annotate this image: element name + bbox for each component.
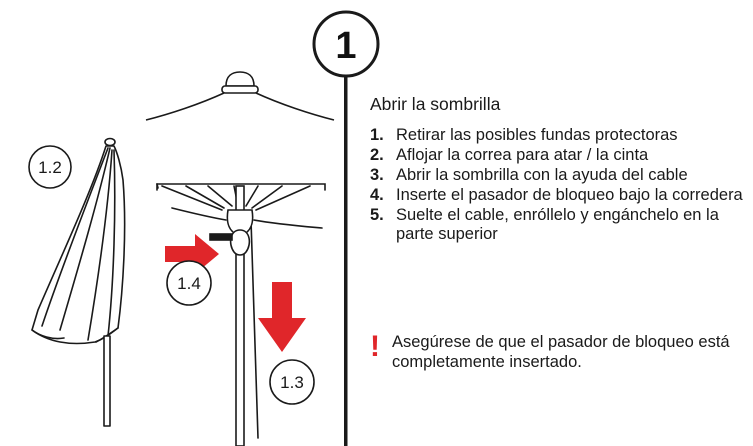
callout-1-2: 1.2 bbox=[28, 145, 72, 189]
canopy-underside bbox=[156, 183, 326, 191]
insert-pin-arrow bbox=[165, 234, 219, 274]
instruction-step: 5. Suelte el cable, enróllelo y engánche… bbox=[370, 206, 750, 244]
step-number: 3. bbox=[370, 166, 384, 184]
step-text: Aflojar la correa para atar / la cinta bbox=[396, 146, 649, 164]
instruction-step: 3. Abrir la sombrilla con la ayuda del c… bbox=[370, 166, 750, 185]
step-text: Suelte el cable, enróllelo y engánchelo … bbox=[396, 206, 719, 243]
vertical-divider bbox=[344, 76, 348, 446]
instruction-list: 1. Retirar las posibles fundas protector… bbox=[370, 126, 750, 245]
step-text: Retirar las posibles fundas protectoras bbox=[396, 126, 678, 144]
open-umbrella-top bbox=[145, 71, 335, 121]
step-number: 1. bbox=[370, 126, 384, 144]
canopy-right-edge bbox=[255, 92, 335, 121]
step-number: 5. bbox=[370, 206, 384, 224]
step-number-badge: 1 bbox=[312, 10, 380, 78]
callout-1-2-label: 1.2 bbox=[38, 158, 62, 177]
warning-note: ! Asegúrese de que el pasador de bloqueo… bbox=[370, 332, 740, 372]
pull-cable-arrow bbox=[258, 282, 306, 352]
canopy-left-edge bbox=[145, 92, 225, 121]
closed-umbrella bbox=[31, 137, 126, 427]
callout-1-3: 1.3 bbox=[269, 359, 315, 405]
instruction-step: 2. Aflojar la correa para atar / la cint… bbox=[370, 146, 750, 165]
hub-assembly bbox=[209, 209, 254, 256]
section-title: Abrir la sombrilla bbox=[370, 94, 501, 114]
lock-pin-knob bbox=[229, 229, 251, 256]
step-text: Inserte el pasador de bloqueo bajo la co… bbox=[396, 186, 743, 204]
closed-umbrella-hem bbox=[31, 327, 119, 343]
step-number: 4. bbox=[370, 186, 384, 204]
warning-icon: ! bbox=[370, 330, 380, 363]
callout-1-4-label: 1.4 bbox=[177, 274, 201, 293]
open-umbrella-pole bbox=[235, 185, 245, 446]
open-umbrella-ribs bbox=[156, 183, 326, 446]
warning-text: Asegúrese de que el pasador de bloqueo e… bbox=[392, 333, 730, 371]
step-number: 2. bbox=[370, 146, 384, 164]
closed-umbrella-pole bbox=[103, 335, 111, 427]
callout-1-4: 1.4 bbox=[166, 260, 212, 306]
slider-arms bbox=[171, 207, 323, 229]
hoisting-cable bbox=[250, 219, 259, 439]
closed-umbrella-finial bbox=[104, 137, 116, 147]
canopy-cap bbox=[221, 85, 259, 94]
lock-pin bbox=[209, 233, 233, 241]
rib-lines bbox=[156, 183, 311, 211]
step-text: Abrir la sombrilla con la ayuda del cabl… bbox=[396, 166, 688, 184]
instruction-step: 1. Retirar las posibles fundas protector… bbox=[370, 126, 750, 145]
canopy-finial bbox=[225, 71, 255, 87]
closed-umbrella-folds bbox=[41, 147, 116, 341]
step-number-text: 1 bbox=[335, 25, 356, 67]
callout-1-3-label: 1.3 bbox=[280, 373, 304, 392]
instruction-step: 4. Inserte el pasador de bloqueo bajo la… bbox=[370, 186, 750, 205]
